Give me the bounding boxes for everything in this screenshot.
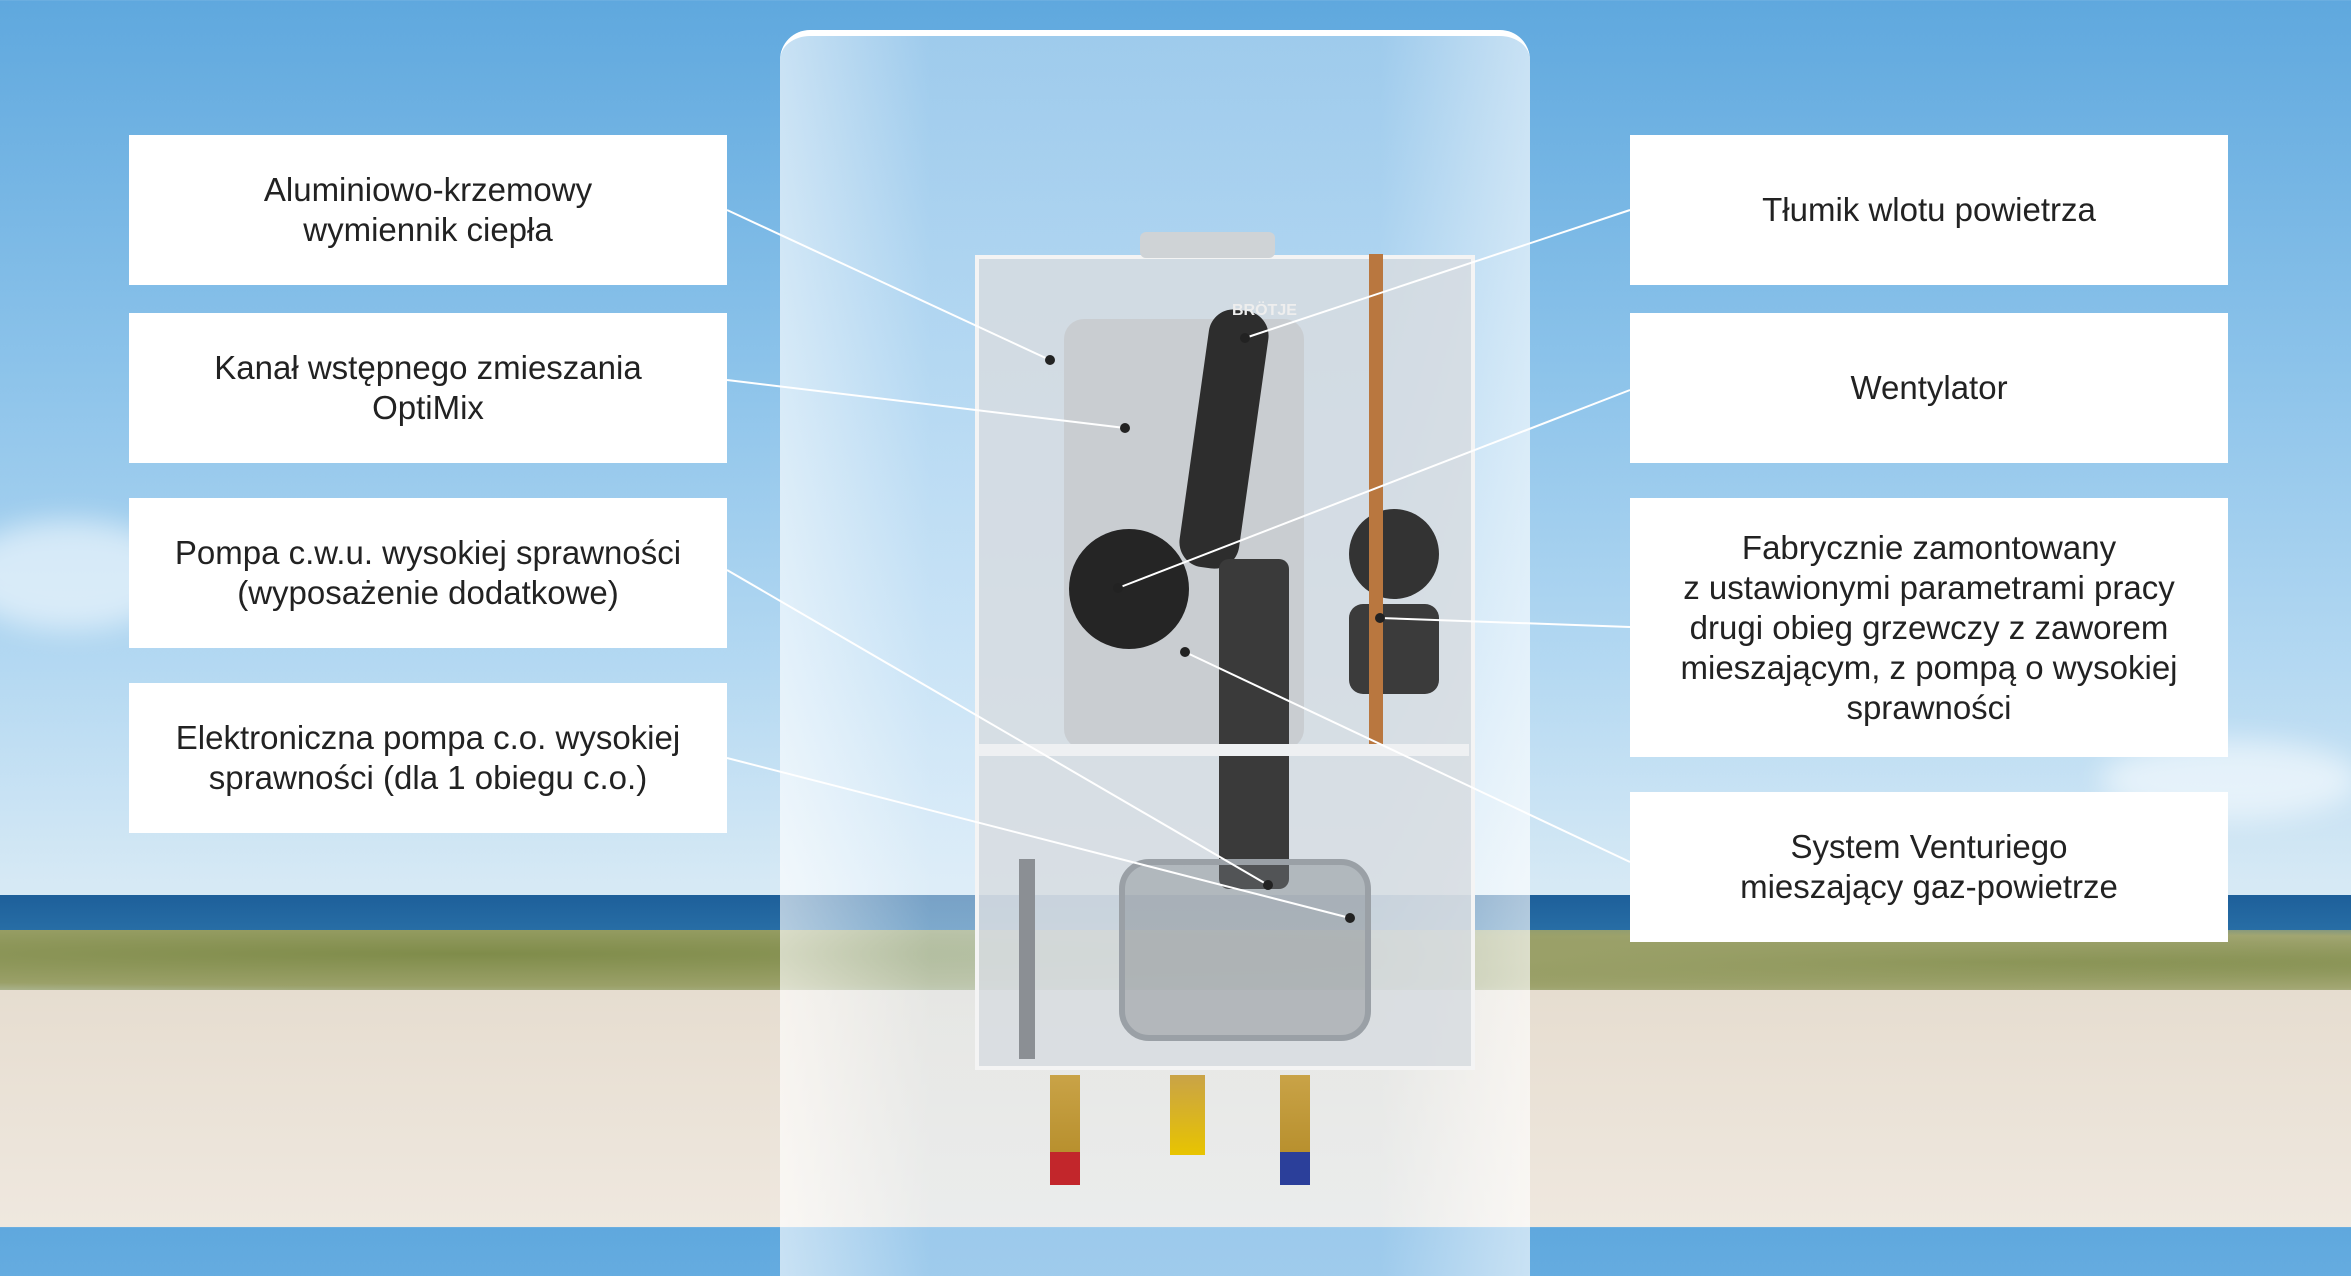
shelf: [979, 744, 1469, 756]
brand-logo: BRÖTJE: [1232, 302, 1297, 319]
flue-collar: [1140, 232, 1275, 258]
callout-lines: [726, 209, 1631, 923]
mix-pump: [1349, 509, 1439, 599]
dhw-pump: [1119, 859, 1371, 1041]
label-second-circuit: Fabrycznie zamontowany z ustawionymi par…: [1630, 498, 2228, 757]
valve-red: [1050, 1075, 1080, 1185]
boiler-internals: [975, 254, 1475, 1070]
fan: [1069, 529, 1189, 649]
flex-hose: [1019, 859, 1035, 1059]
callout-line: [1117, 389, 1631, 589]
label-optimix-channel: Kanał wstępnego zmieszania OptiMix: [129, 313, 727, 463]
valve-blue: [1280, 1075, 1310, 1185]
label-venturi: System Venturiego mieszający gaz-powietr…: [1630, 792, 2228, 942]
callout-line: [1184, 651, 1631, 863]
callout-line: [726, 379, 1126, 429]
callout-line: [726, 757, 1351, 919]
venturi-pipe: [1219, 559, 1289, 889]
label-air-silencer: Tłumik wlotu powietrza: [1630, 135, 2228, 285]
valve-yellow: [1170, 1075, 1205, 1155]
callout-line: [726, 209, 1051, 361]
callout-line: [726, 569, 1269, 886]
callout-line: [1379, 617, 1631, 628]
label-ch-pump: Elektroniczna pompa c.o. wysokiej sprawn…: [129, 683, 727, 833]
callout-line: [1244, 209, 1631, 339]
label-heat-exchanger: Aluminiowo-krzemowy wymiennik ciepła: [129, 135, 727, 285]
label-dhw-pump: Pompa c.w.u. wysokiej sprawności (wyposa…: [129, 498, 727, 648]
label-fan: Wentylator: [1630, 313, 2228, 463]
